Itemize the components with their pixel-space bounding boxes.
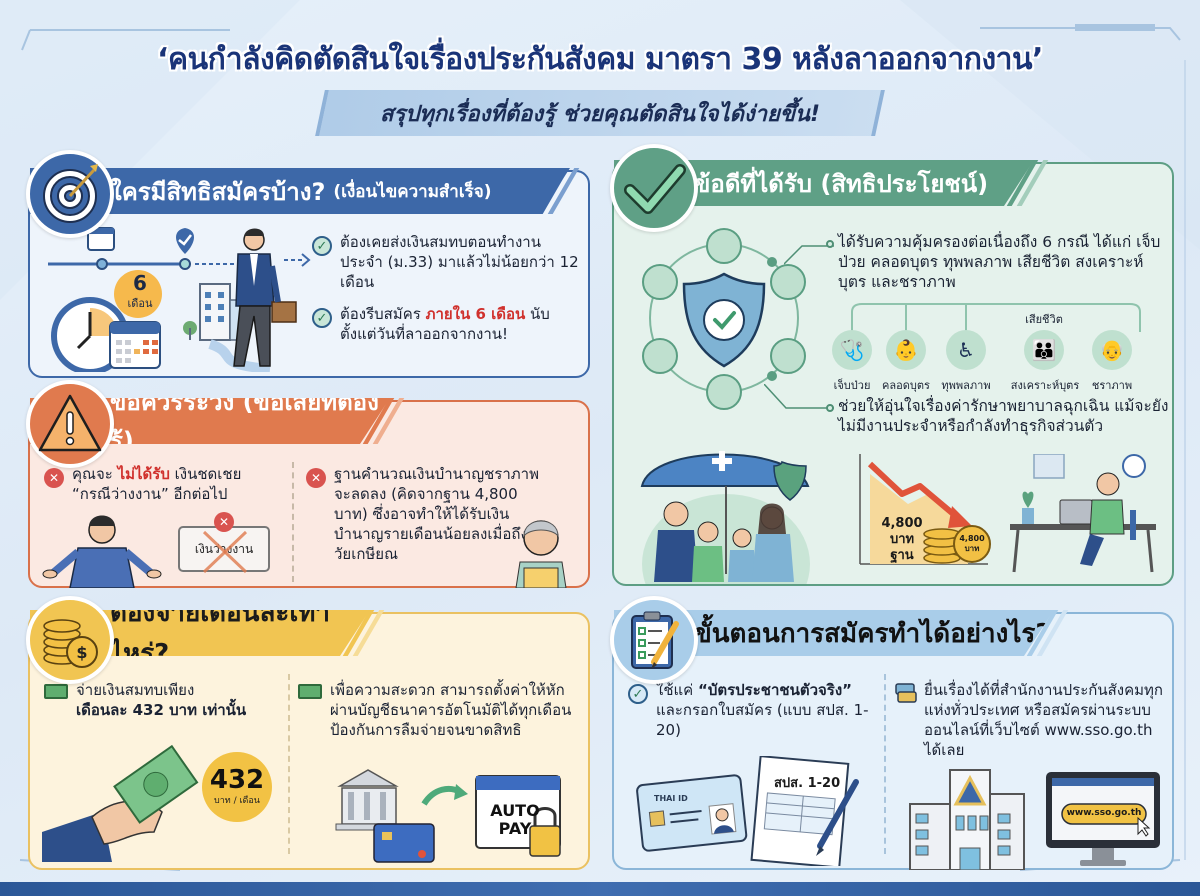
header-stripes [537,168,585,214]
divider [292,462,294,582]
category-disability: ทุพพลภาพ [941,379,991,392]
divider [884,674,886,854]
eligibility-panel: ใครมีสิทธิสมัครบ้าง? (เงื่อนไขความสำเร็จ… [28,168,590,378]
steps-heading: ขั้นตอนการสมัครทำได้อย่างไร? [694,618,1051,649]
hand-with-money-illustration [42,744,199,862]
header-stripes [342,610,390,656]
steps-panel: ขั้นตอนการสมัครทำได้อย่างไร? ✓ ใช้แค่ “บ… [612,610,1174,870]
payment-heading: ต้องจ่ายเดือนละเท่าไหร่? [110,598,330,669]
category-tree-lines [851,303,1141,332]
coin-label: 4,800 บาท [959,534,985,553]
shrugging-man-illustration [42,515,162,588]
shield-network-illustration [642,228,806,410]
six-months-unit: เดือน [127,297,153,310]
autopay-illustration [335,769,561,863]
clipboard-icon [610,596,698,684]
connector-line [784,245,834,265]
steps-item-1: ใช้แค่ “บัตรประชาชนตัวจริง” และกรอกใบสมั… [656,681,869,739]
check-icon: ✓ [312,236,332,256]
six-months-number: 6 [133,271,147,295]
website-url[interactable]: www.sso.go.th [1066,808,1142,818]
cross-icon: ✕ [306,468,326,488]
id-card-highlight: “บัตรประชาชนตัวจริง” [697,681,853,699]
warning-item-1: คุณจะ ไม่ได้รับ เงินชดเชย “กรณีว่างงาน” … [72,465,242,503]
steps-item-2: ยื่นเรื่องได้ที่สำนักงานประกันสังคมทุกแห… [924,681,1163,759]
warning-heading: ข้อควรระวัง (ข้อเสียที่ต้องรู้) [110,388,379,455]
eligibility-item-1: ต้องเคยส่งเงินสมทบตอนทำงานประจำ (ม.33) ม… [340,233,579,291]
cash-icon [298,684,322,699]
divider [288,674,290,854]
cash-icon [44,684,68,699]
freelancer-at-desk-illustration [1010,454,1156,573]
elderly-person-illustration [515,520,567,588]
baby-icon: 👶 [886,330,926,370]
page-subtitle: สรุปทุกเรื่องที่ต้องรู้ ช่วยคุณตัดสินใจไ… [380,102,820,127]
steps-header: ขั้นตอนการสมัครทำได้อย่างไร? [614,610,1054,656]
elderly-icon: 👴 [1092,330,1132,370]
death-label: เสียชีวิต [1025,313,1063,326]
timeline-illustration [48,227,271,372]
header-stripes [1006,160,1054,206]
eligibility-header: ใครมีสิทธิสมัครบ้าง? (เงื่อนไขความสำเร็จ… [30,168,570,214]
eligibility-heading: ใครมีสิทธิสมัครบ้าง? [110,177,326,206]
header-stripes [1026,610,1074,656]
target-icon [26,150,114,238]
not-receive-highlight: ไม่ได้รับ [117,465,170,483]
payment-item-2: เพื่อความสะดวก สามารถตั้งค่าให้หักผ่านบั… [330,681,572,739]
check-icon: ✓ [628,684,648,704]
check-icon: ✓ [312,308,332,328]
bullet-point [826,404,834,412]
id-card-and-form-illustration [636,756,859,866]
deadline-highlight: ภายใน 6 เดือน [425,305,526,323]
page-title: ‘คนกำลังคิดตัดสินใจเรื่องประกันสังคม มาต… [157,42,1043,77]
footer-bar [0,882,1200,896]
id-card-label: THAI ID [654,794,688,803]
connector-line [764,384,834,409]
crossed-out-icon [202,530,248,574]
autopay-label: AUTO PAY [490,801,540,838]
benefits-panel: ข้อดีที่ได้รับ (สิทธิประโยชน์) ได้รับควา… [612,160,1174,586]
benefit-point-1: ได้รับความคุ้มครองต่อเนื่องถึง 6 กรณี ได… [838,233,1161,291]
header-stripes [362,398,410,444]
chart-label: 4,800 บาท ฐาน [881,516,923,563]
coins-icon: $ [26,596,114,684]
benefit-point-2: ช่วยให้อุ่นใจเรื่องค่ารักษาพยาบาลฉุกเฉิน… [838,397,1169,435]
businessman-illustration [233,228,297,367]
eligibility-heading-sub: (เงื่อนไขความสำเร็จ) [333,181,492,202]
amount-unit: บาท / เดือน [214,796,260,806]
eligibility-item-2: ต้องรีบสมัคร ภายใน 6 เดือน นับตั้งแต่วัน… [340,305,550,343]
category-child-allowance: สงเคราะห์บุตร [1010,379,1080,392]
category-old-age: ชราภาพ [1091,379,1133,392]
category-sickness: เจ็บป่วย [833,379,871,392]
form-label: สปส. 1-20 [774,776,841,791]
documents-icon [895,683,917,703]
payment-panel: ต้องจ่ายเดือนละเท่าไหร่? จ่ายเงินสมทบเพี… [28,612,590,870]
wheelchair-icon: ♿ [946,330,986,370]
declining-chart-illustration [859,454,991,565]
family-icon: 👪 [1024,330,1064,370]
sso-office-building-illustration [909,769,1025,870]
check-icon [610,144,698,232]
cross-icon: ✕ [214,512,234,532]
payment-item-1: จ่ายเงินสมทบเพียง เดือนละ 432 บาท เท่านั… [76,681,247,719]
svg-text:$: $ [76,643,87,662]
cross-icon: ✕ [44,468,64,488]
category-childbirth: คลอดบุตร [882,379,930,392]
arrow-right-icon [284,253,311,267]
benefits-heading: ข้อดีที่ได้รับ (สิทธิประโยชน์) [694,169,989,198]
monitor-illustration [1046,772,1160,866]
amount-badge: 432 บาท / เดือน [202,752,272,822]
warning-item-2: ฐานคำนวณเงินบำนาญชราภาพจะลดลง (คิดจากฐาน… [334,465,539,563]
family-umbrella-illustration [640,451,810,584]
warning-icon [26,380,114,468]
amount-value: 432 [209,765,265,795]
stethoscope-icon: 🩺 [832,330,872,370]
bullet-point [826,240,834,248]
unemployment-benefit-card [178,526,270,572]
